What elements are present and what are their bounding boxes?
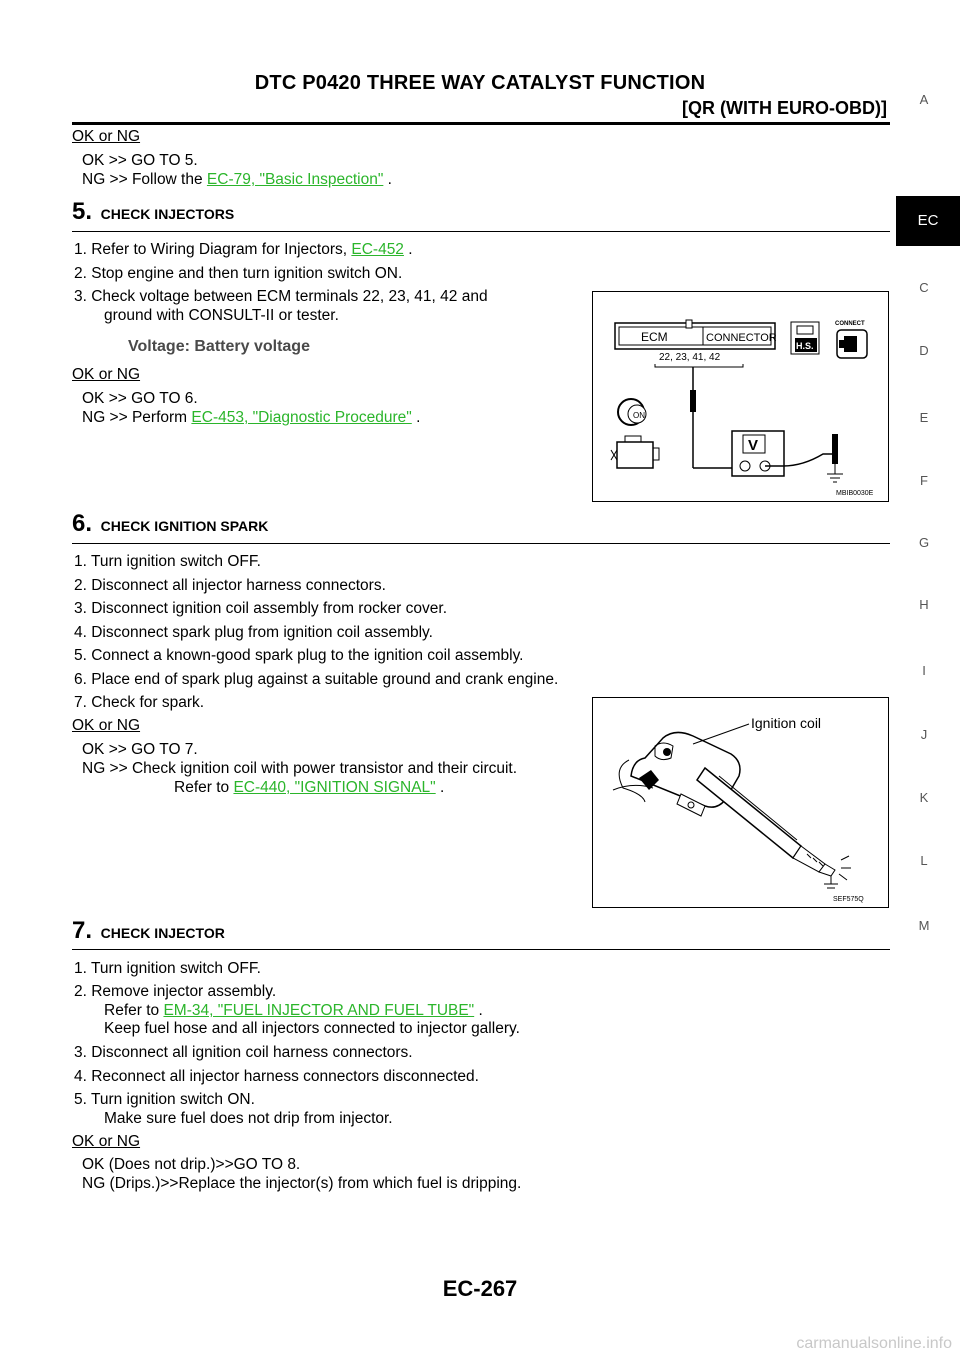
ignition-coil-label: Ignition coil (751, 715, 821, 731)
okng-heading: OK or NG (72, 366, 141, 383)
step-7-item-5: 5. Turn ignition switch ON. (74, 1091, 255, 1108)
link-ignition-signal[interactable]: EC-440, "IGNITION SIGNAL" (233, 779, 436, 796)
link-ec-452[interactable]: EC-452 (351, 241, 404, 258)
step-6-item: 7. Check for spark. (74, 694, 205, 711)
terminals-label: 22, 23, 41, 42 (659, 352, 721, 363)
connector-label: CONNECTOR (706, 332, 777, 344)
ng-result: NG >> Check ignition coil with power tra… (82, 760, 518, 777)
step-5-rule (72, 231, 890, 232)
ng-refer: Refer to EC-440, "IGNITION SIGNAL" . (174, 779, 445, 796)
step-7-item-4: 4. Reconnect all injector harness connec… (74, 1068, 479, 1085)
side-tab-d[interactable]: D (919, 343, 929, 358)
step-7-rule (72, 949, 890, 950)
side-tab-j[interactable]: J (920, 727, 928, 742)
step-6-item: 2. Disconnect all injector harness conne… (74, 577, 386, 594)
ok-result: OK >> GO TO 5. (82, 152, 198, 169)
header-rule (72, 122, 890, 125)
side-tab-f[interactable]: F (920, 473, 928, 488)
step-7-item-1: 1. Turn ignition switch OFF. (74, 960, 261, 977)
side-tab-ec[interactable]: EC (896, 196, 960, 246)
step-5-item-3a: 3. Check voltage between ECM terminals 2… (74, 288, 488, 305)
svg-text:ON: ON (633, 411, 645, 420)
step-6-item: 6. Place end of spark plug against a sui… (74, 671, 559, 688)
side-tab-k[interactable]: K (919, 790, 929, 805)
step-5-heading: 5. CHECK INJECTORS (72, 198, 235, 225)
watermark: carmanualsonline.info (796, 1335, 952, 1352)
consult-hs-icon: H.S. (790, 321, 820, 355)
side-tab-c[interactable]: C (919, 280, 929, 295)
figure-ecm-voltage: ECM CONNECTOR 22, 23, 41, 42 V H.S. CONN… (592, 291, 889, 502)
ecm-voltage-diagram: ECM CONNECTOR 22, 23, 41, 42 V H.S. CONN… (610, 319, 874, 497)
step-7-item-3: 3. Disconnect all ignition coil harness … (74, 1044, 413, 1061)
step-7-item-2-refer: Refer to EM-34, "FUEL INJECTOR AND FUEL … (104, 1002, 483, 1019)
ng-result: NG (Drips.)>>Replace the injector(s) fro… (82, 1175, 522, 1192)
link-diagnostic-procedure[interactable]: EC-453, "Diagnostic Procedure" (191, 409, 412, 426)
okng-heading: OK or NG (72, 717, 141, 734)
step-6-heading: 6. CHECK IGNITION SPARK (72, 510, 269, 537)
ok-result: OK >> GO TO 7. (82, 741, 198, 758)
connect-label: CONNECT (835, 321, 865, 327)
svg-text:H.S.: H.S. (796, 341, 814, 351)
ng-result: NG >> Follow the EC-79, "Basic Inspectio… (82, 171, 392, 188)
ng-result: NG >> Perform EC-453, "Diagnostic Proced… (82, 409, 421, 426)
side-tab-h[interactable]: H (919, 597, 929, 612)
ignition-key-icon: ON (617, 398, 647, 426)
voltmeter-v: V (748, 437, 758, 454)
step-5-item-3b: ground with CONSULT-II or tester. (104, 307, 339, 324)
ecm-label: ECM (641, 330, 668, 344)
step-7-item-2-note: Keep fuel hose and all injectors connect… (104, 1020, 520, 1037)
link-basic-inspection[interactable]: EC-79, "Basic Inspection" (206, 171, 384, 188)
ok-result: OK (Does not drip.)>>GO TO 8. (82, 1156, 301, 1173)
step-6-item: 5. Connect a known-good spark plug to th… (74, 647, 524, 664)
voltage-spec: Voltage: Battery voltage (128, 338, 310, 355)
page-title: DTC P0420 THREE WAY CATALYST FUNCTION (254, 72, 706, 94)
side-tab-l[interactable]: L (920, 853, 928, 868)
side-tab-g[interactable]: G (918, 535, 930, 550)
side-tab-a[interactable]: A (919, 92, 929, 107)
step-6-rule (72, 543, 890, 544)
side-tab-m[interactable]: M (918, 918, 930, 933)
figure-id: SEF575Q (833, 896, 864, 903)
step-5-item-2: 2. Stop engine and then turn ignition sw… (74, 265, 403, 282)
ignition-coil-drawing: Ignition coil SEF575Q (612, 715, 864, 903)
okng-heading: OK or NG (72, 1133, 141, 1150)
side-tab-i[interactable]: I (922, 663, 926, 678)
step-5-item-1: 1. Refer to Wiring Diagram for Injectors… (74, 241, 413, 258)
page-number: EC-267 (442, 1276, 518, 1301)
step-6-item: 1. Turn ignition switch OFF. (74, 553, 261, 570)
okng-heading: OK or NG (72, 128, 141, 145)
step-7-heading: 7. CHECK INJECTOR (72, 917, 225, 944)
ok-result: OK >> GO TO 6. (82, 390, 198, 407)
link-fuel-injector[interactable]: EM-34, "FUEL INJECTOR AND FUEL TUBE" (163, 1002, 475, 1019)
step-7-item-5-note: Make sure fuel does not drip from inject… (104, 1110, 393, 1127)
step-7-item-2: 2. Remove injector assembly. (74, 983, 277, 1000)
engine-icon (610, 435, 660, 469)
page-subtitle: [QR (WITH EURO-OBD)] (682, 98, 887, 118)
figure-id: MBIB0030E (836, 490, 874, 497)
step-6-item: 4. Disconnect spark plug from ignition c… (74, 624, 433, 641)
side-tab-e[interactable]: E (919, 410, 929, 425)
figure-ignition-coil: Ignition coil SEF575Q (592, 697, 889, 908)
step-6-item: 3. Disconnect ignition coil assembly fro… (74, 600, 448, 617)
connect-icon (836, 329, 868, 359)
